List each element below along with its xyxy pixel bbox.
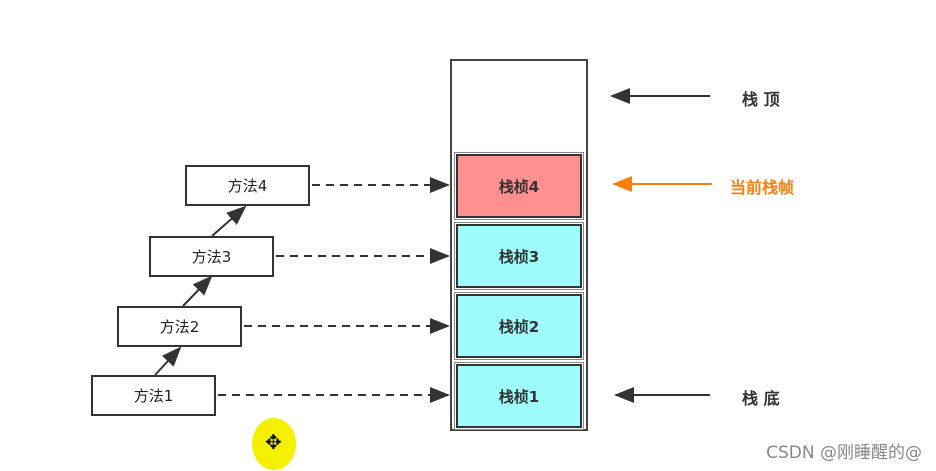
method-1-label: 方法1 [133,387,174,405]
stack-frame-2-label: 栈桢2 [498,317,540,336]
method-2-label: 方法2 [159,318,200,336]
method-3-box: 方法3 [149,236,274,277]
method-4-box: 方法4 [185,165,310,206]
cursor-highlight: ✥ [252,418,296,470]
current-frame-label: 当前栈帧 [730,178,795,197]
stack-frame-4: 栈桢4 [454,152,584,220]
stack-container [450,59,588,431]
stack-frame-4-label: 栈桢4 [498,177,540,196]
method-4-label: 方法4 [227,177,268,195]
stack-frame-1-label: 栈桢1 [498,387,540,406]
method-2-box: 方法2 [117,306,242,347]
stack-frame-1: 栈桢1 [454,362,584,430]
stack-top-label: 栈 顶 [742,90,780,109]
method-1-box: 方法1 [91,375,216,416]
watermark: CSDN @刚睡醒的@ [766,443,922,463]
stack-frame-3-label: 栈桢3 [498,247,540,266]
method-3-label: 方法3 [191,248,232,266]
call-arrow-1-2 [154,346,182,376]
call-arrow-3-4 [211,205,247,237]
call-arrow-2-3 [182,275,213,307]
stack-frame-2: 栈桢2 [454,292,584,360]
move-cursor-icon: ✥ [265,430,282,454]
stack-bottom-label: 栈 底 [742,389,780,408]
stack-frame-3: 栈桢3 [454,222,584,290]
